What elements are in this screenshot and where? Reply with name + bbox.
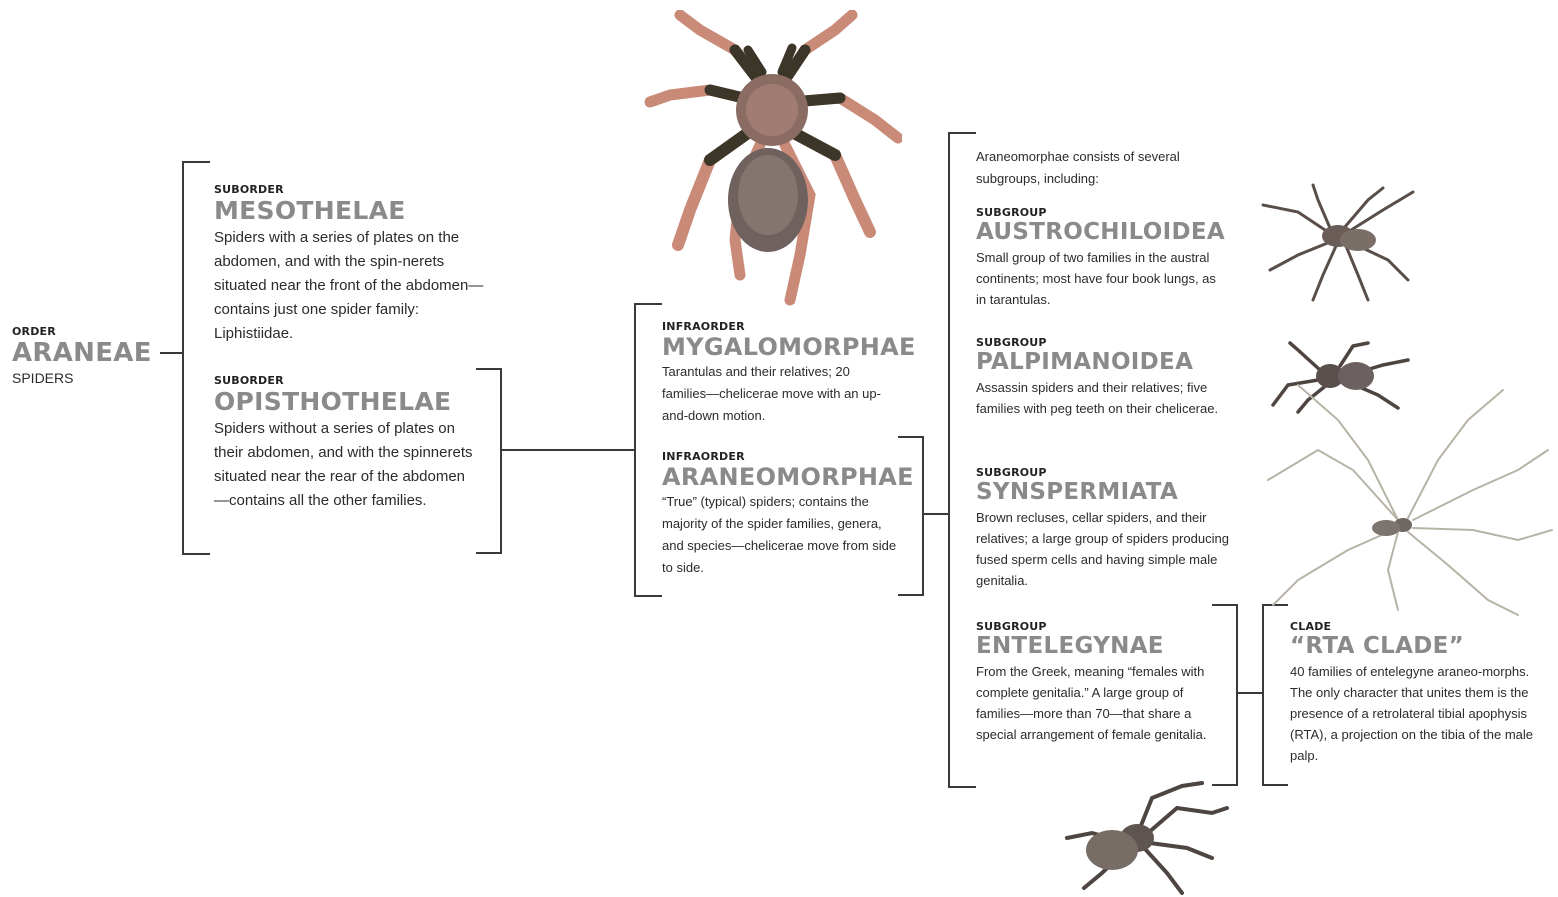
rta-clade-rank: CLADE (1290, 620, 1552, 633)
mygalomorphae-rank: INFRAORDER (662, 320, 912, 333)
mesothelae-rank: SUBORDER (214, 183, 494, 196)
bracket-infraorders (634, 303, 662, 597)
opisthothelae-rank: SUBORDER (214, 374, 476, 387)
palpimanoidea-node: SUBGROUP PALPIMANOIDEA Assassin spiders … (976, 336, 1226, 419)
synspermiata-description: Brown recluses, cellar spiders, and thei… (976, 507, 1230, 591)
araneomorphae-name: ARANEOMORPHAE (662, 465, 902, 489)
mygalomorphae-name: MYGALOMORPHAE (662, 335, 912, 359)
synspermiata-rank: SUBGROUP (976, 466, 1232, 479)
austrochiloid-spider-icon (1258, 180, 1418, 305)
araneomorphae-node: INFRAORDER ARANEOMORPHAE “True” (typical… (662, 450, 902, 579)
connector-order (160, 352, 182, 354)
order-common-name: SPIDERS (12, 370, 162, 386)
mesothelae-node: SUBORDER MESOTHELAE Spiders with a serie… (214, 183, 494, 346)
austrochiloidea-rank: SUBGROUP (976, 206, 1226, 219)
rta-clade-node: CLADE “RTA CLADE” 40 families of enteleg… (1290, 620, 1552, 766)
opisthothelae-name: OPISTHOTHELAE (214, 389, 476, 414)
tarantula-icon (640, 10, 902, 310)
mygalomorphae-description: Tarantulas and their relatives; 20 famil… (662, 361, 882, 427)
connector-araneomorphae (924, 513, 948, 515)
mesothelae-description: Spiders with a series of plates on the a… (214, 226, 494, 346)
order-rank: ORDER (12, 325, 162, 338)
synspermiata-node: SUBGROUP SYNSPERMIATA Brown recluses, ce… (976, 466, 1232, 591)
araneomorphae-intro: Araneomorphae consists of several subgro… (976, 146, 1226, 190)
bracket-subgroups (948, 132, 976, 788)
bracket-suborders (182, 161, 210, 555)
connector-entelegynae (1238, 692, 1262, 694)
mygalomorphae-node: INFRAORDER MYGALOMORPHAE Tarantulas and … (662, 320, 912, 427)
opisthothelae-node: SUBORDER OPISTHOTHELAE Spiders without a… (214, 374, 476, 513)
palpimanoidea-name: PALPIMANOIDEA (976, 351, 1226, 374)
palpimanoidea-description: Assassin spiders and their relatives; fi… (976, 377, 1226, 419)
rta-clade-description: 40 families of entelegyne araneo-morphs.… (1290, 661, 1552, 766)
entelegynae-rank: SUBGROUP (976, 620, 1216, 633)
entelegynae-description: From the Greek, meaning “females with co… (976, 661, 1212, 745)
connector-opisthothelae (500, 449, 634, 451)
entelegynae-name: ENTELEGYNAE (976, 635, 1216, 658)
palpimanoidea-rank: SUBGROUP (976, 336, 1226, 349)
wolf-spider-icon (1062, 778, 1232, 896)
mesothelae-name: MESOTHELAE (214, 198, 494, 223)
opisthothelae-description: Spiders without a series of plates on th… (214, 417, 476, 513)
order-node: ORDER ARANEAE SPIDERS (12, 325, 162, 386)
order-name: ARANEAE (12, 340, 162, 366)
austrochiloidea-name: AUSTROCHILOIDEA (976, 221, 1226, 244)
rta-clade-name: “RTA CLADE” (1290, 635, 1552, 658)
bracket-rta (1262, 604, 1288, 786)
araneomorphae-rank: INFRAORDER (662, 450, 902, 463)
araneomorphae-description: “True” (typical) spiders; contains the m… (662, 491, 898, 579)
entelegynae-node: SUBGROUP ENTELEGYNAE From the Greek, mea… (976, 620, 1216, 745)
bracket-opisthothelae-right (476, 368, 502, 554)
austrochiloidea-node: SUBGROUP AUSTROCHILOIDEA Small group of … (976, 206, 1226, 310)
cellar-spider-icon (1258, 380, 1554, 620)
synspermiata-name: SYNSPERMIATA (976, 481, 1232, 504)
austrochiloidea-description: Small group of two families in the austr… (976, 247, 1216, 310)
